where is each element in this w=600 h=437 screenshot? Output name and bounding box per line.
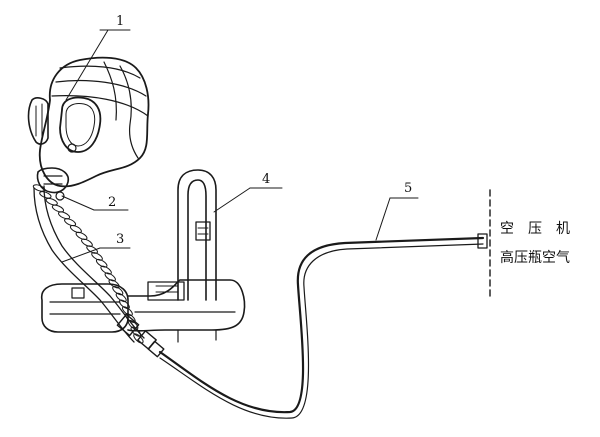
shoulder-strap [177, 169, 217, 343]
hose-rib [39, 191, 52, 199]
hose-rib [95, 258, 108, 268]
hose-rib [108, 279, 120, 289]
callout-3: 3 [116, 232, 124, 247]
hose-connectors [116, 313, 165, 358]
hose-rib [45, 197, 58, 206]
hose-rib [100, 265, 112, 275]
hose-rib [112, 285, 124, 296]
callout-4: 4 [262, 172, 270, 187]
hose-rib [51, 204, 65, 213]
hose-ribs [32, 184, 144, 344]
callout-5: 5 [404, 181, 412, 196]
hose-end-fitting [477, 233, 488, 249]
hose-rib [115, 292, 127, 303]
leader-lines [61, 29, 419, 263]
hose-rib [75, 231, 88, 240]
hose-rib [127, 319, 139, 330]
callout-2: 2 [108, 195, 116, 210]
hose-rib [58, 211, 71, 220]
corrugated-hose [32, 184, 145, 344]
hose-rib [118, 299, 130, 310]
supply-label-cylinder-air: 高压瓶空气 [500, 249, 570, 266]
waist-belt [40, 279, 246, 333]
hose-rib [69, 224, 82, 234]
hose-rib [64, 218, 77, 227]
hose-rib [130, 326, 142, 337]
air-supply-hose [158, 236, 485, 419]
hose-rib [122, 306, 133, 316]
hose-rib [104, 272, 116, 282]
gas-mask [27, 56, 150, 201]
callout-1: 1 [116, 14, 124, 29]
hose-rib [91, 252, 103, 261]
hose-rib [81, 238, 93, 247]
supply-label-compressor: 空 压 机 [500, 221, 570, 237]
